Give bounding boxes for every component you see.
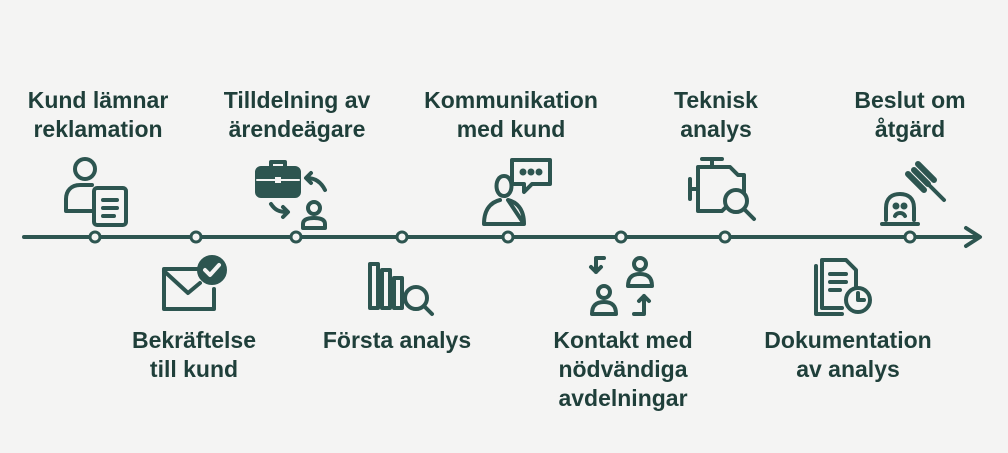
timeline-node [501,230,515,244]
person-chat-icon [482,158,552,226]
briefcase-assign-icon [255,160,327,230]
timeline-node [88,230,102,244]
timeline-node [903,230,917,244]
timeline-arrow-icon [964,226,982,248]
engine-magnifier-icon [688,157,756,221]
timeline-node [718,230,732,244]
envelope-check-icon [162,255,227,311]
step-label-forsta-analys: Första analys [322,327,472,353]
timeline-node [614,230,628,244]
timeline-node [395,230,409,244]
people-exchange-icon [589,256,654,316]
chart-magnifier-icon [368,262,434,316]
person-document-icon [64,157,128,227]
document-clock-icon [814,258,872,316]
timeline-node [289,230,303,244]
gavel-icon [880,161,946,226]
timeline-node [189,230,203,244]
